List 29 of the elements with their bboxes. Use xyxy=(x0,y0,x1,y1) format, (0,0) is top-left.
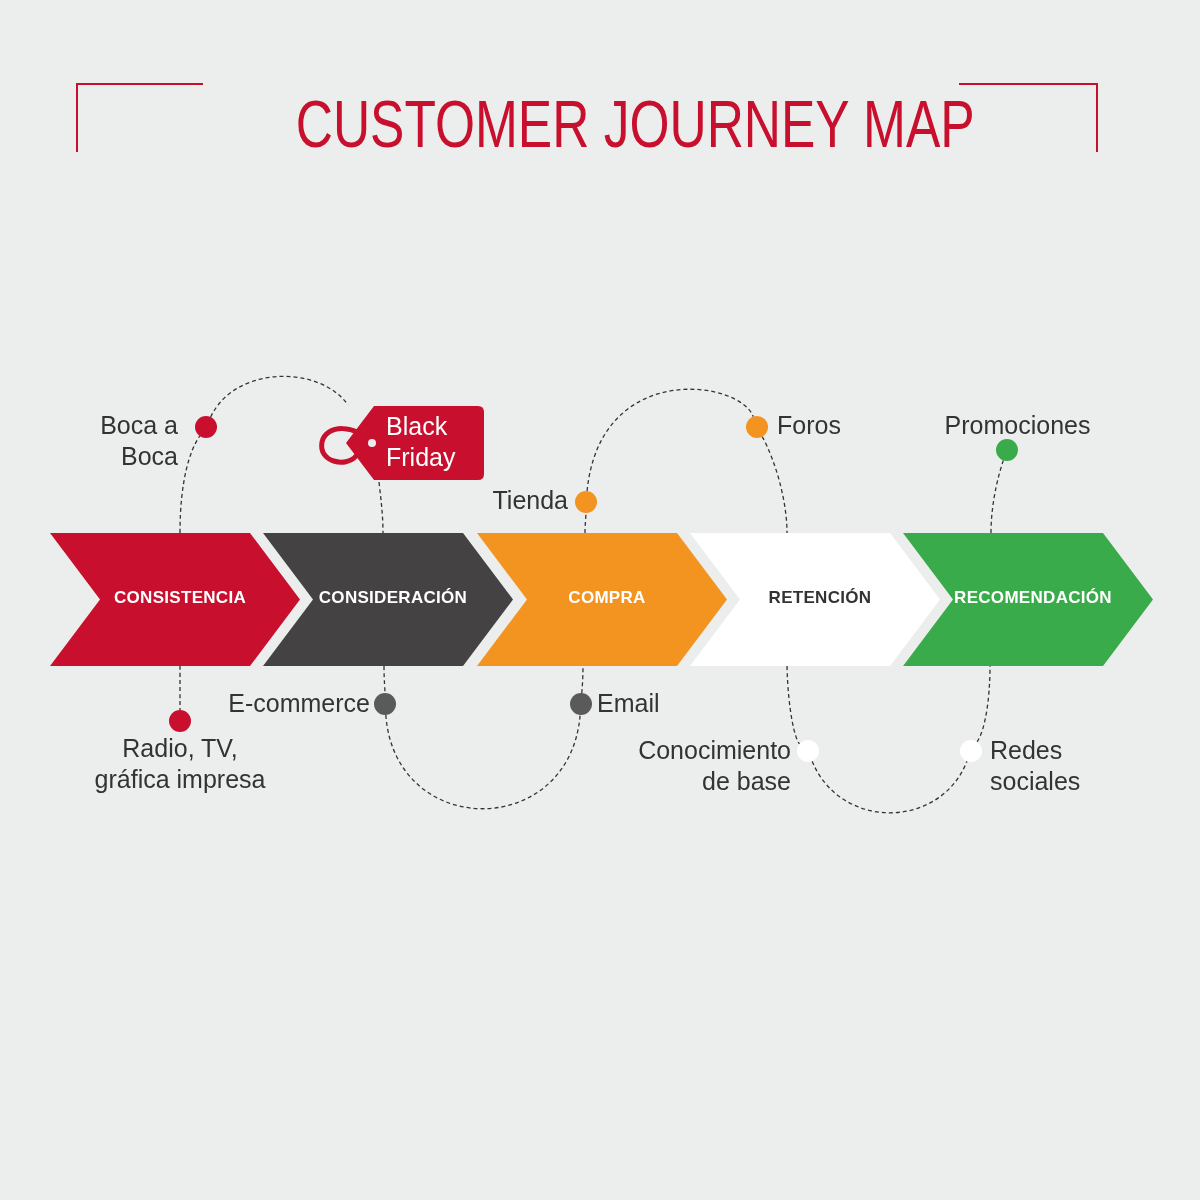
dashed-connector xyxy=(210,375,349,418)
touchpoint-label: Boca a Boca xyxy=(99,410,178,472)
dashed-connector xyxy=(581,665,584,694)
dashed-connector xyxy=(383,665,386,694)
dashed-connector xyxy=(586,388,754,492)
dashed-connector xyxy=(378,481,384,534)
dashed-connector xyxy=(786,665,801,745)
tag-label: Black Friday xyxy=(386,411,457,473)
dashed-connector xyxy=(990,459,1004,534)
touchpoint-label: Tienda xyxy=(491,485,568,516)
stage-label: COMPRA xyxy=(567,588,647,608)
dashed-connector xyxy=(811,760,968,814)
dashed-connector xyxy=(179,665,181,711)
stage-label: CONSIDERACIÓN xyxy=(317,588,469,608)
touchpoint-label: Foros xyxy=(777,410,842,441)
stage-label: RETENCIÓN xyxy=(767,588,873,608)
stage-label: CONSISTENCIA xyxy=(112,588,248,608)
touchpoint-label: Conocimiento de base xyxy=(637,735,791,797)
dashed-connector xyxy=(179,435,201,534)
dashed-connector xyxy=(385,714,581,810)
touchpoint-label: Redes sociales xyxy=(990,735,1082,797)
touchpoint-label: Promociones xyxy=(943,410,1092,441)
touchpoint-label: E-commerce xyxy=(227,688,370,719)
touchpoint-label: Radio, TV, gráfica impresa xyxy=(93,733,267,795)
touchpoint-label: Email xyxy=(597,688,661,719)
dashed-connector xyxy=(761,436,788,534)
dashed-connector xyxy=(584,512,587,534)
stage-label: RECOMENDACIÓN xyxy=(953,588,1113,608)
title: CUSTOMER JOURNEY MAP xyxy=(295,88,975,160)
